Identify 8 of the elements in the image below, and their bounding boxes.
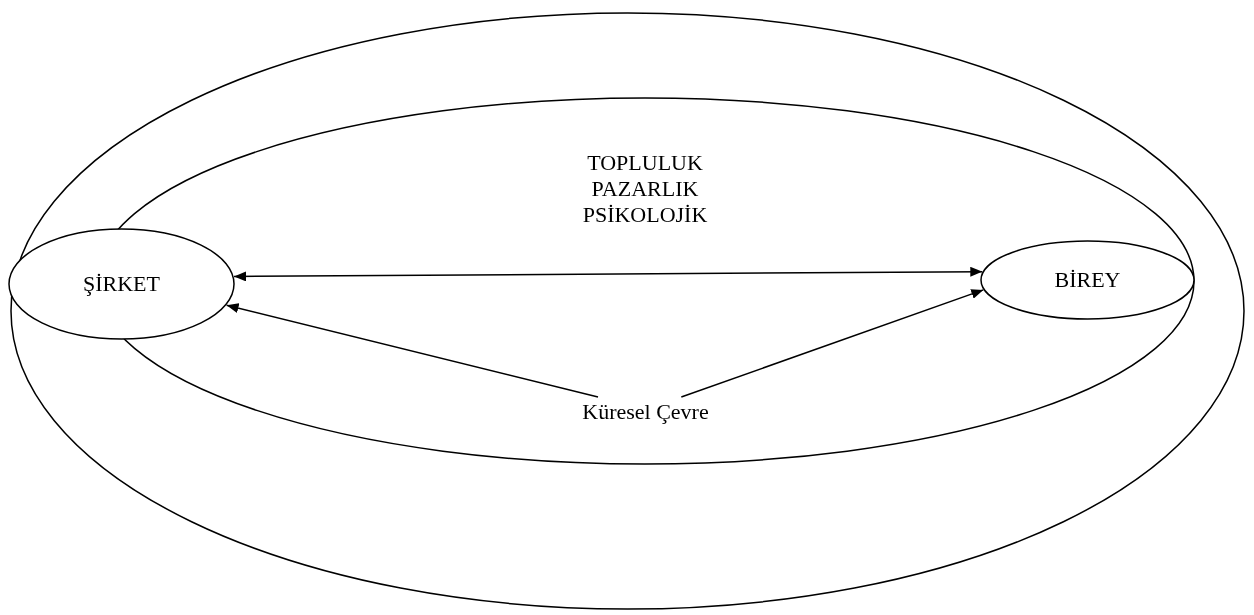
node-label: BİREY xyxy=(1053,267,1122,293)
region-label: Küresel Çevre xyxy=(563,397,728,427)
edge-label: TOPLULUK PAZARLIK PSİKOLOJİK xyxy=(581,150,709,228)
arrow xyxy=(680,289,985,398)
ellipse-shape xyxy=(10,12,1245,610)
arrow xyxy=(225,303,599,398)
arrow xyxy=(233,266,984,282)
node-label: ŞİRKET xyxy=(82,271,161,297)
